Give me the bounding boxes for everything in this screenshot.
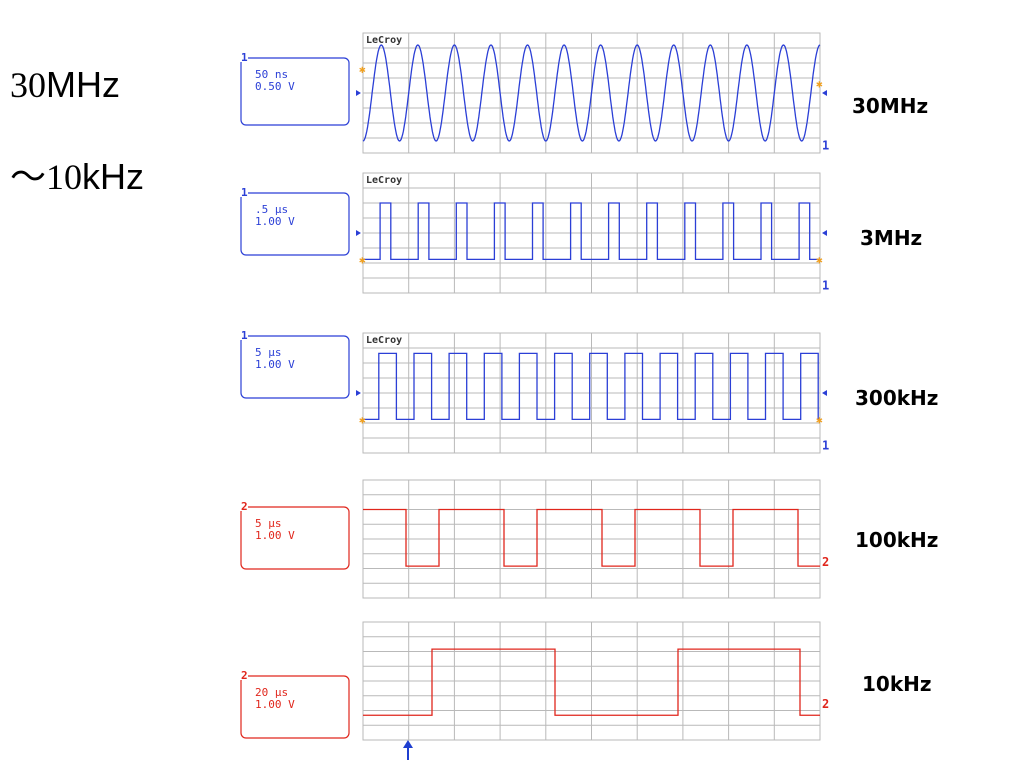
- title-line-2: ～10kHz: [10, 148, 144, 200]
- time-per-div: 5 μs: [255, 517, 282, 530]
- title-number-30: 30: [10, 65, 46, 105]
- cursor-marker-left: ✱: [359, 63, 366, 76]
- brand-bg: [364, 334, 396, 345]
- freq-label-300khz: 300kHz: [855, 386, 939, 410]
- trace-end-label: 1: [822, 278, 829, 292]
- brand-bg: [364, 174, 396, 185]
- level-marker-left: [356, 90, 361, 96]
- time-per-div: 20 μs: [255, 686, 288, 699]
- brand-label-lecroy: LeCroy: [366, 175, 402, 186]
- scope-panel-300khz: LeCroy 1 5 μs1.00 V ✱ ✱ 1: [240, 329, 829, 454]
- waveform-trace: [363, 202, 820, 261]
- brand-bg: [364, 34, 396, 45]
- channel-info-box: [240, 675, 350, 739]
- volts-per-div: 1.00 V: [255, 698, 295, 711]
- channel-tag-bg: [240, 670, 248, 680]
- channel-info-box: [240, 506, 350, 570]
- freq-label-100khz: 100kHz: [855, 528, 939, 552]
- trace-end-label: 1: [822, 138, 829, 152]
- title-number-10: 10: [46, 157, 83, 197]
- channel-number: 1: [241, 51, 248, 64]
- volts-per-div: 1.00 V: [255, 529, 295, 542]
- channel-tag-bg: [240, 330, 248, 340]
- channel-tag-bg: [240, 52, 248, 62]
- freq-label-30mhz: 30MHz: [852, 94, 929, 118]
- channel-number: 1: [241, 329, 248, 342]
- cursor-marker-right: ✱: [816, 77, 823, 90]
- waveform-trace: [362, 44, 821, 142]
- volts-per-div: 1.00 V: [255, 215, 295, 228]
- freq-label-10khz: 10kHz: [862, 672, 932, 696]
- time-per-div: .5 μs: [255, 203, 288, 216]
- channel-number: 1: [241, 186, 248, 199]
- cursor-marker-right: ✱: [816, 413, 823, 426]
- level-marker-left: [356, 230, 361, 236]
- trace-end-label: 1: [822, 438, 829, 452]
- level-marker-left: [356, 390, 361, 396]
- scope-panel-100khz: 2 5 μs1.00 V 2: [240, 479, 829, 599]
- level-marker-right: [822, 390, 827, 396]
- channel-info-box: [240, 192, 350, 256]
- channel-info-box: [240, 335, 350, 399]
- channel-number: 2: [241, 500, 248, 513]
- title-unit-mhz: MHz: [46, 64, 120, 105]
- cursor-marker-left: ✱: [359, 413, 366, 426]
- channel-info-box: [240, 57, 350, 126]
- volts-per-div: 0.50 V: [255, 80, 295, 93]
- volts-per-div: 1.00 V: [255, 358, 295, 371]
- time-per-div: 5 μs: [255, 346, 282, 359]
- waveform-trace: [363, 648, 820, 716]
- waveform-trace: [363, 508, 820, 567]
- waveform-trace: [363, 352, 820, 421]
- cursor-marker-right: ✱: [816, 253, 823, 266]
- title-line-1: 30MHz: [10, 64, 120, 106]
- freq-label-3mhz: 3MHz: [860, 226, 923, 250]
- title-unit-khz: kHz: [82, 156, 145, 197]
- cursor-marker-left: ✱: [359, 253, 366, 266]
- brand-label-lecroy: LeCroy: [366, 35, 402, 46]
- channel-number: 2: [241, 669, 248, 682]
- scope-panel-30mhz: LeCroy 1 50 ns0.50 V ✱ ✱ 1: [240, 32, 829, 154]
- level-marker-right: [822, 90, 827, 96]
- scope-panel-3mhz: LeCroy 1 .5 μs1.00 V ✱ ✱ 1: [240, 172, 829, 294]
- channel-tag-bg: [240, 187, 248, 197]
- scope-panel-10khz: 2 20 μs1.00 V 2: [240, 621, 829, 741]
- time-per-div: 50 ns: [255, 68, 288, 81]
- trace-end-label: 2: [822, 697, 829, 711]
- trigger-arrow-head: [403, 740, 413, 748]
- trace-end-label: 2: [822, 555, 829, 569]
- brand-label-lecroy: LeCroy: [366, 335, 402, 346]
- title-tilde: ～: [10, 156, 47, 197]
- trigger-arrow-icon: [403, 740, 413, 760]
- level-marker-right: [822, 230, 827, 236]
- channel-tag-bg: [240, 501, 248, 511]
